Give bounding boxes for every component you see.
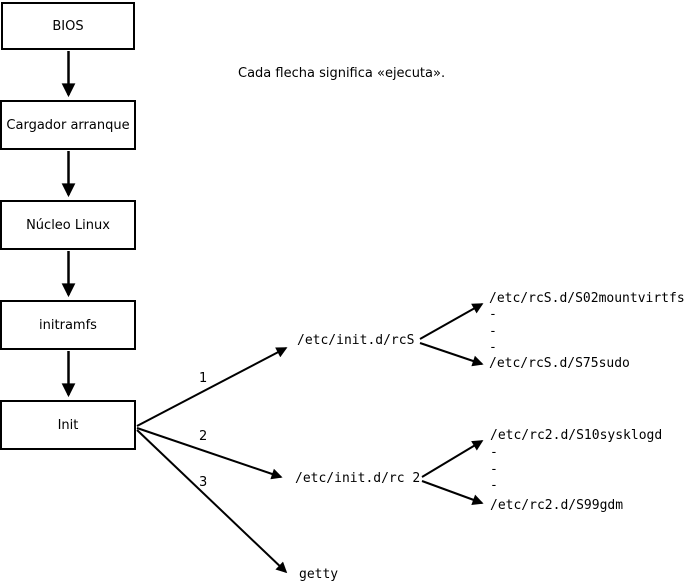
box-init: Init xyxy=(0,400,136,450)
box-bios: BIOS xyxy=(1,2,135,50)
script-rcS-first: /etc/rcS.d/S02mountvirtfs xyxy=(489,291,684,306)
ellipsis-dash: - xyxy=(490,462,498,477)
box-bootloader-label: Cargador arranque xyxy=(6,117,130,133)
box-bios-label: BIOS xyxy=(52,18,84,34)
path-etc-init-d-rcS: /etc/init.d/rcS xyxy=(297,333,415,348)
box-init-label: Init xyxy=(57,417,79,433)
box-initramfs-label: initramfs xyxy=(39,317,97,333)
branch-order-label-2: 2 xyxy=(199,429,208,444)
arrow-init-to-rcS xyxy=(136,347,288,427)
script-rc2-last: /etc/rc2.d/S99gdm xyxy=(490,498,624,513)
script-rcS-last: /etc/rcS.d/S75sudo xyxy=(489,356,630,371)
arrow-rcS-to-s02 xyxy=(419,303,484,340)
script-rc2-first: /etc/rc2.d/S10sysklogd xyxy=(490,428,663,443)
branch-order-label-1: 1 xyxy=(199,371,208,386)
path-etc-init-d-rc2: /etc/init.d/rc 2 xyxy=(295,471,421,486)
arrow-init-to-getty xyxy=(136,429,288,574)
box-bootloader: Cargador arranque xyxy=(0,100,136,150)
arrow-init-to-rc2 xyxy=(136,427,283,480)
ellipsis-dash: - xyxy=(489,324,497,339)
box-initramfs: initramfs xyxy=(0,300,136,350)
ellipsis-dash: - xyxy=(489,307,497,322)
ellipsis-dash: - xyxy=(490,445,498,460)
path-getty: getty xyxy=(299,567,339,582)
arrow-rc2-to-s10 xyxy=(421,440,484,478)
arrow-rc2-to-s99 xyxy=(421,480,484,505)
box-kernel-label: Núcleo Linux xyxy=(26,217,110,233)
box-kernel: Núcleo Linux xyxy=(0,200,136,250)
note-arrow-meaning: Cada flecha significa «ejecuta». xyxy=(238,66,446,81)
branch-order-label-3: 3 xyxy=(199,475,208,490)
arrow-rcS-to-s75 xyxy=(419,342,484,367)
ellipsis-dash: - xyxy=(489,340,497,355)
ellipsis-dash: - xyxy=(490,478,498,493)
